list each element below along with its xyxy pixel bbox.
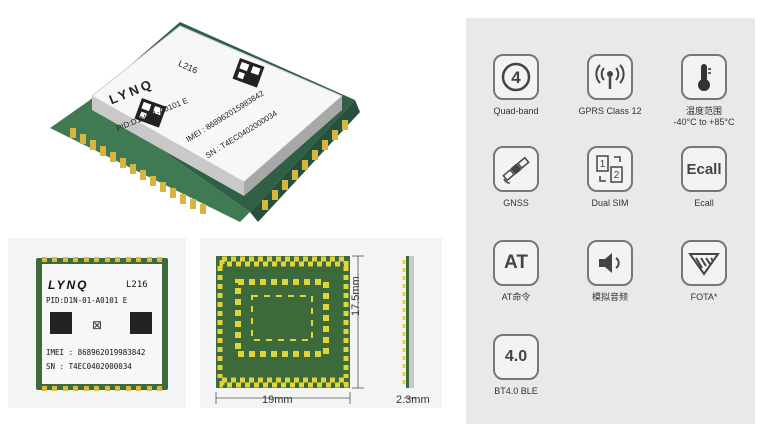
feature-analog-audio: 模拟音频 [562, 240, 658, 303]
feature-temperature: 温度范围 -40°C to +85°C [656, 54, 752, 128]
svg-text:2: 2 [614, 170, 620, 181]
feature-label: AT命令 [501, 292, 531, 302]
thermometer-icon [698, 64, 711, 91]
height-dimension-label: 17.5mm [350, 276, 362, 316]
ecall-icon: Ecall [686, 160, 722, 178]
svg-text:4: 4 [511, 68, 521, 87]
module-front-image: LYNQ L216 PID:D1N-01-A0101 E ⊠ IMEI : 86… [36, 257, 168, 391]
feature-label: BT4.0 BLE [494, 386, 538, 396]
width-dimension-label: 19mm [262, 394, 293, 406]
dual-sim-icon: 1 2 [596, 155, 623, 183]
satellite-icon [502, 156, 530, 184]
feature-label: Dual SIM [591, 198, 629, 208]
quad-band-icon: 4 [501, 62, 531, 92]
at-command-icon: AT [504, 252, 528, 273]
feature-bluetooth: 4.0 BT4.0 BLE [468, 334, 564, 397]
feature-fota: FOTA* [656, 240, 752, 303]
sn-label: SN : T4EC0402000034 [46, 362, 132, 371]
feature-dual-sim: 1 2 Dual SIM [562, 146, 658, 209]
brand-logo: LYNQ [48, 278, 89, 292]
features-panel: 4 Quad-band GPRS Class 12 [466, 18, 755, 424]
feature-label: 温度范围 -40°C to +85°C [656, 106, 752, 128]
feature-at-command: AT AT命令 [468, 240, 564, 303]
feature-label-line1: 温度范围 [685, 106, 722, 116]
model-label: L216 [126, 280, 148, 290]
feature-gprs: GPRS Class 12 [562, 54, 658, 117]
feature-label: GNSS [503, 198, 529, 208]
feature-label: GPRS Class 12 [578, 106, 642, 116]
feature-label: FOTA* [690, 292, 718, 302]
module-side-image [402, 256, 416, 399]
module-3d-image: LYNQ L216 PID:D1N-01-A0101 E IMEI : 8689… [30, 0, 370, 225]
feature-quad-band: 4 Quad-band [468, 54, 564, 117]
gprs-icon [595, 64, 625, 89]
bluetooth-icon: 4.0 [504, 348, 528, 365]
feature-ecall: Ecall Ecall [656, 146, 752, 209]
feature-gnss: GNSS [468, 146, 564, 209]
speaker-icon [599, 253, 620, 273]
bottom-view-panel: 19mm 17.5mm [200, 238, 400, 408]
side-view-panel: 2.3mm [396, 238, 442, 408]
feature-label: Ecall [694, 198, 714, 208]
module-bottom-image [215, 255, 364, 404]
qr-code-left [50, 312, 72, 334]
feature-label: Quad-band [493, 106, 539, 116]
fota-icon [688, 253, 720, 276]
recycle-bin-icon: ⊠ [92, 318, 103, 332]
imei-label: IMEI : 868962019983842 [46, 348, 146, 357]
front-view-panel: LYNQ L216 PID:D1N-01-A0101 E ⊠ IMEI : 86… [8, 238, 186, 408]
feature-label-line2: -40°C to +85°C [673, 117, 735, 127]
qr-code-right [130, 312, 152, 334]
pid-label: PID:D1N-01-A0101 E [46, 296, 128, 305]
svg-text:1: 1 [600, 159, 606, 170]
feature-label: 模拟音频 [591, 292, 628, 302]
thickness-dimension-label: 2.3mm [396, 394, 430, 406]
